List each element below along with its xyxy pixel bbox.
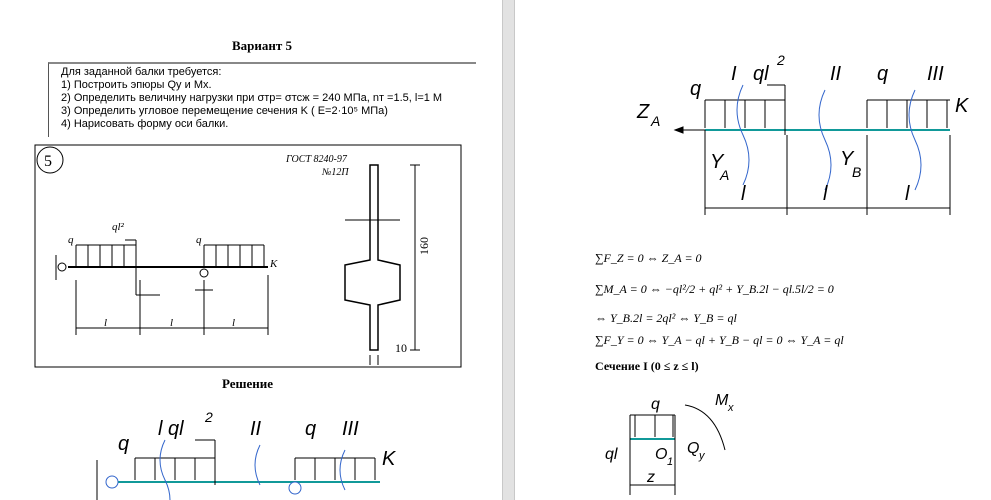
svg-text:Z: Z bbox=[636, 101, 650, 123]
equation: ∑F_Y = 0 ⇔ Y_A − ql + Y_B − ql = 0 ⇔ Y_A… bbox=[595, 333, 844, 347]
svg-text:A: A bbox=[650, 113, 660, 129]
page-gutter bbox=[502, 0, 515, 500]
svg-text:z: z bbox=[646, 469, 655, 486]
equation: ⇔ Y_B.2l = 2ql² ⇔ Y_B = ql bbox=[595, 311, 737, 325]
svg-text:I: I bbox=[731, 63, 737, 85]
svg-text:III: III bbox=[927, 63, 944, 85]
section-title: Сечение I (0 ≤ z ≤ l) bbox=[595, 359, 699, 373]
svg-text:B: B bbox=[852, 164, 861, 180]
svg-text:M: M bbox=[715, 392, 729, 409]
svg-text:q: q bbox=[305, 418, 316, 440]
svg-text:II: II bbox=[830, 63, 842, 85]
svg-text:Y: Y bbox=[710, 151, 725, 173]
svg-text:K: K bbox=[269, 258, 278, 270]
task-line: 4) Нарисовать форму оси балки. bbox=[61, 118, 229, 130]
task-line: 1) Построить эпюры Qy и Mx. bbox=[61, 79, 212, 91]
svg-text:2: 2 bbox=[776, 52, 785, 68]
svg-text:l: l bbox=[905, 183, 910, 205]
task-list: Для заданной балки требуется: 1) Построи… bbox=[48, 62, 476, 137]
svg-text:160: 160 bbox=[417, 237, 431, 255]
svg-text:O: O bbox=[655, 446, 667, 463]
svg-text:q: q bbox=[877, 63, 888, 85]
svg-text:ql: ql bbox=[605, 446, 618, 463]
svg-text:q: q bbox=[196, 234, 202, 246]
svg-text:1: 1 bbox=[667, 456, 673, 468]
svg-text:№12П: №12П bbox=[321, 167, 349, 178]
svg-text:l: l bbox=[104, 317, 107, 329]
task-line: 2) Определить величину нагрузки при σтр=… bbox=[61, 92, 443, 104]
svg-text:l: l bbox=[232, 317, 235, 329]
variant-title: Вариант 5 bbox=[232, 38, 293, 53]
svg-text:10: 10 bbox=[395, 341, 407, 355]
svg-text:ql: ql bbox=[753, 63, 769, 85]
svg-text:l ql: l ql bbox=[158, 418, 184, 440]
task-line: 3) Определить угловое перемещение сечени… bbox=[61, 105, 388, 117]
svg-text:Y: Y bbox=[840, 148, 855, 170]
svg-text:x: x bbox=[727, 402, 734, 414]
svg-text:K: K bbox=[382, 448, 397, 470]
svg-text:2: 2 bbox=[204, 409, 213, 425]
svg-text:III: III bbox=[342, 418, 359, 440]
left-page: Вариант 5 Для заданной балки требуется: … bbox=[34, 38, 476, 500]
task-line: Для заданной балки требуется: bbox=[61, 66, 222, 78]
svg-text:q: q bbox=[690, 78, 701, 100]
svg-text:q: q bbox=[651, 396, 660, 413]
equation: ∑M_A = 0 ⇔ −ql²/2 + ql² + Y_B.2l − ql.5l… bbox=[595, 282, 834, 296]
svg-text:ql²: ql² bbox=[112, 221, 125, 233]
solution-sketch: q l ql 2 II q III K bbox=[96, 409, 397, 500]
svg-text:y: y bbox=[698, 450, 706, 462]
svg-text:l: l bbox=[741, 183, 746, 205]
svg-text:II: II bbox=[250, 418, 262, 440]
svg-text:A: A bbox=[719, 167, 729, 183]
figure-number: 5 bbox=[44, 153, 52, 170]
svg-text:K: K bbox=[955, 95, 970, 117]
svg-text:q: q bbox=[118, 433, 129, 455]
svg-text:q: q bbox=[68, 234, 74, 246]
solution-title: Решение bbox=[222, 376, 274, 391]
svg-text:ГОСТ 8240-97: ГОСТ 8240-97 bbox=[285, 154, 348, 165]
svg-text:l: l bbox=[170, 317, 173, 329]
equation: ∑F_Z = 0 ⇔ Z_A = 0 bbox=[595, 251, 702, 265]
beam-figure: 5 q ql² q K l l l ГОСТ 8240-97 №12П 160 … bbox=[34, 144, 462, 368]
svg-text:Q: Q bbox=[687, 440, 699, 457]
svg-text:l: l bbox=[823, 183, 828, 205]
